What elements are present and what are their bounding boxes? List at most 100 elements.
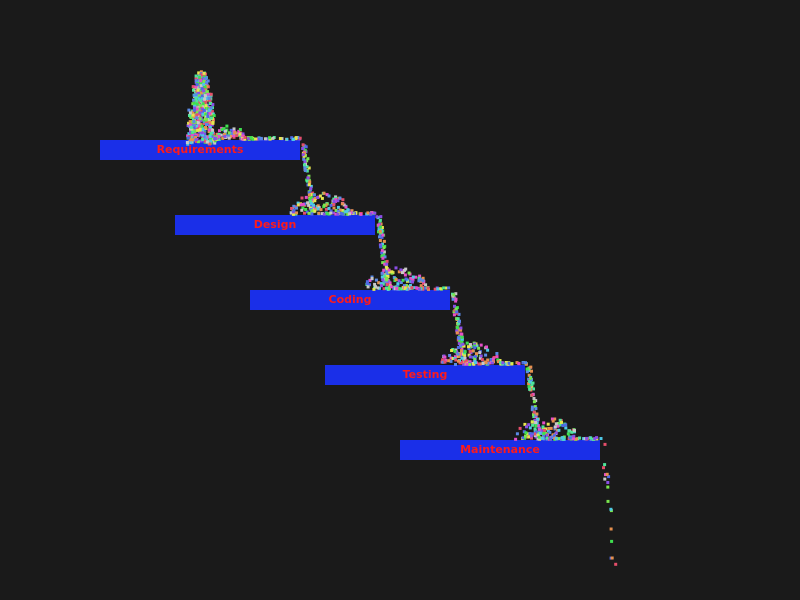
particle xyxy=(564,423,568,427)
particle xyxy=(550,435,554,439)
particle xyxy=(532,410,536,414)
particle xyxy=(192,134,196,138)
particle xyxy=(532,415,536,419)
particle xyxy=(380,227,383,231)
particle xyxy=(534,418,538,422)
particle xyxy=(478,356,482,360)
particle xyxy=(199,79,203,83)
particle xyxy=(291,208,295,212)
particle xyxy=(204,102,208,106)
particle xyxy=(294,205,298,209)
particle xyxy=(545,433,549,437)
particle xyxy=(560,436,564,440)
particle xyxy=(551,419,555,423)
particle xyxy=(308,197,312,201)
particle xyxy=(196,112,200,116)
particle xyxy=(532,410,536,414)
particle xyxy=(561,424,565,428)
particle xyxy=(202,79,206,83)
particle xyxy=(311,198,315,202)
particle xyxy=(194,85,198,89)
particle xyxy=(303,163,306,167)
particle xyxy=(200,77,204,81)
particle xyxy=(387,280,390,284)
particle xyxy=(191,117,195,121)
particle xyxy=(239,131,243,135)
particle xyxy=(210,116,214,120)
particle xyxy=(386,272,390,275)
particle xyxy=(376,216,380,220)
particle xyxy=(205,120,209,124)
particle xyxy=(527,382,531,386)
particle xyxy=(455,329,459,333)
particle xyxy=(193,113,197,117)
particle xyxy=(507,361,511,365)
particle xyxy=(388,281,392,285)
particle xyxy=(197,117,201,121)
particle xyxy=(463,349,466,353)
particle xyxy=(455,310,459,314)
particle xyxy=(195,112,199,116)
particle xyxy=(515,432,519,436)
step-requirements: Requirements xyxy=(100,140,300,160)
particle xyxy=(200,82,204,86)
particle xyxy=(225,135,229,139)
particle xyxy=(341,202,345,205)
particle xyxy=(205,81,208,85)
particle xyxy=(392,276,396,279)
particle xyxy=(193,107,196,111)
particle xyxy=(365,280,369,284)
particle xyxy=(217,133,221,136)
particle xyxy=(567,429,571,433)
particle xyxy=(530,369,533,373)
particle xyxy=(451,292,454,296)
particle xyxy=(421,286,425,289)
particle xyxy=(442,355,446,358)
particle xyxy=(380,229,383,233)
particle xyxy=(205,90,209,94)
particle xyxy=(195,103,199,107)
particle xyxy=(229,131,233,135)
particle xyxy=(554,432,558,436)
particle xyxy=(199,109,203,113)
particle xyxy=(501,361,505,365)
particle xyxy=(454,358,458,362)
particle xyxy=(417,279,421,283)
particle xyxy=(206,114,210,118)
particle xyxy=(306,176,310,180)
particle xyxy=(204,113,207,117)
particle xyxy=(196,83,200,87)
particle xyxy=(194,91,198,95)
particle xyxy=(528,384,532,388)
particle xyxy=(309,202,313,205)
particle xyxy=(546,422,550,426)
particle xyxy=(303,144,307,148)
particle xyxy=(217,135,221,138)
particle xyxy=(188,123,192,127)
particle xyxy=(198,112,202,116)
particle xyxy=(378,225,382,229)
particle xyxy=(483,360,487,364)
particle xyxy=(336,205,340,209)
particle xyxy=(195,134,199,137)
particle xyxy=(524,362,528,366)
particle xyxy=(530,420,534,424)
particle xyxy=(573,428,576,432)
particle xyxy=(454,350,458,354)
particle xyxy=(202,78,206,82)
particle xyxy=(338,196,342,200)
particle xyxy=(455,325,459,329)
particle xyxy=(201,128,205,132)
particle xyxy=(296,136,300,139)
particle xyxy=(405,278,409,282)
particle xyxy=(190,115,194,119)
particle xyxy=(186,124,190,128)
particle xyxy=(209,135,213,139)
particle xyxy=(379,231,383,235)
particle xyxy=(192,93,196,97)
particle xyxy=(197,89,200,93)
particle xyxy=(309,203,313,207)
particle xyxy=(195,127,199,131)
particle xyxy=(530,405,534,409)
particle xyxy=(307,203,311,207)
